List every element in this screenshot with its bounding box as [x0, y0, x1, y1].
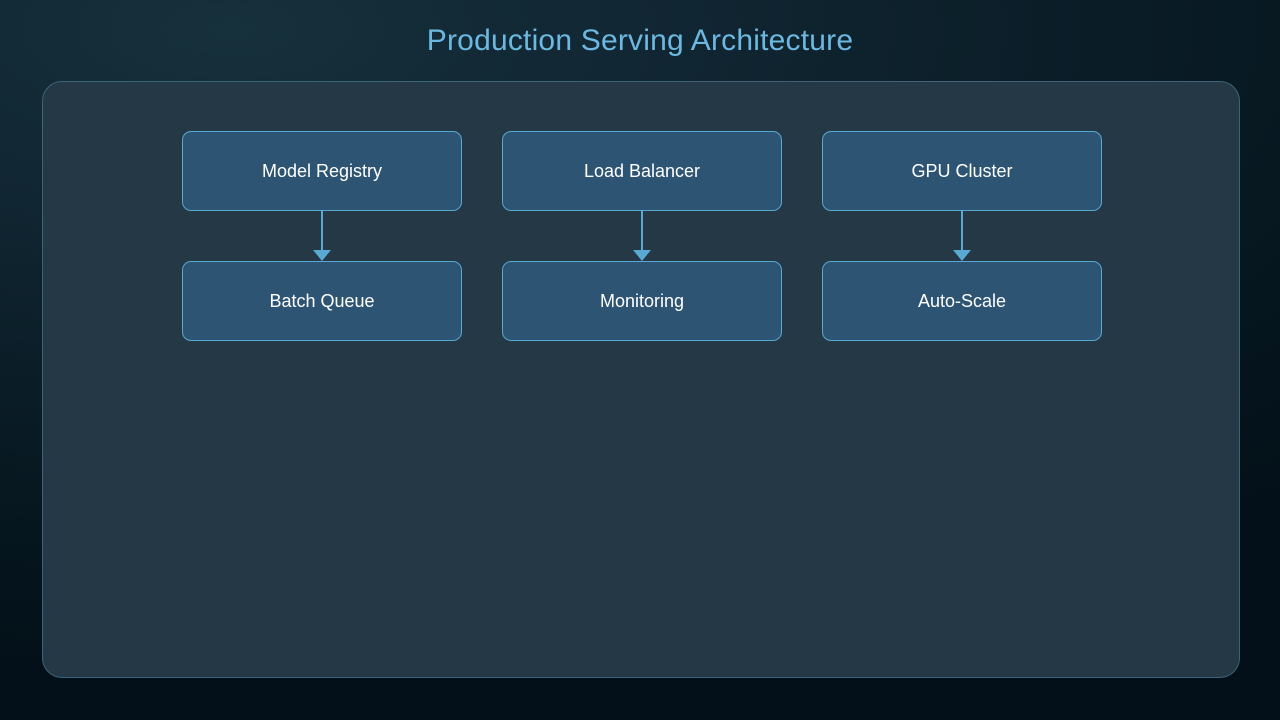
diagram-panel: Model Registry Batch Queue Load Balancer: [42, 81, 1240, 678]
diagram-column-2: Load Balancer Monitoring: [502, 131, 782, 341]
connector-model-registry-to-batch-queue: [182, 211, 462, 261]
arrow-down-icon: [633, 211, 651, 261]
arrow-down-icon: [313, 211, 331, 261]
node-label: GPU Cluster: [911, 161, 1013, 181]
node-monitoring[interactable]: Monitoring: [502, 261, 782, 341]
node-label: Auto-Scale: [917, 291, 1007, 311]
node-label: Load Balancer: [583, 161, 701, 181]
diagram-column-3: GPU Cluster Auto-Scale: [822, 131, 1102, 341]
node-label: Monitoring: [599, 291, 685, 311]
diagram-column-1: Model Registry Batch Queue: [182, 131, 462, 341]
node-label: Model Registry: [261, 161, 383, 181]
node-load-balancer[interactable]: Load Balancer: [502, 131, 782, 211]
node-label: Batch Queue: [269, 291, 375, 311]
node-batch-queue[interactable]: Batch Queue: [182, 261, 462, 341]
arrow-down-icon: [953, 211, 971, 261]
node-auto-scale[interactable]: Auto-Scale: [822, 261, 1102, 341]
node-model-registry[interactable]: Model Registry: [182, 131, 462, 211]
connector-gpu-cluster-to-auto-scale: [822, 211, 1102, 261]
page-title: Production Serving Architecture: [426, 24, 854, 57]
connector-load-balancer-to-monitoring: [502, 211, 782, 261]
node-gpu-cluster[interactable]: GPU Cluster: [822, 131, 1102, 211]
